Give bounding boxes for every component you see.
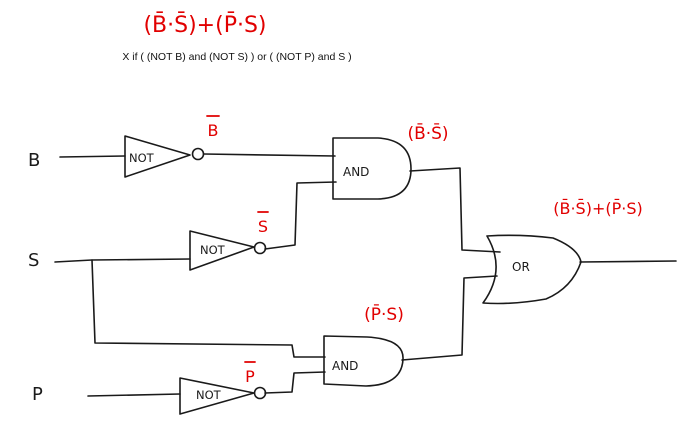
not-gate-p-label: NOT <box>196 388 222 402</box>
annotation-b-bar-text: B <box>208 121 219 140</box>
and-gate-bottom-label: AND <box>332 359 358 373</box>
wire-not-s-to-and-top <box>264 181 337 250</box>
and-gate-top-label: AND <box>343 165 369 179</box>
wires <box>54 153 677 397</box>
wire-s-branch-down <box>91 259 326 358</box>
wire-and-top-to-or <box>409 167 501 253</box>
annotation-s-bar-text: S <box>258 217 268 236</box>
not-gate-s-label: NOT <box>200 243 226 257</box>
input-label-b: B <box>28 150 40 171</box>
annotation-or-output: (B̄·S̄)+(P̄·S) <box>553 199 642 218</box>
wire-s-input <box>54 258 191 263</box>
and-gate-top: AND <box>332 137 412 200</box>
annotation-and-bottom-output: (P̄·S) <box>364 303 404 325</box>
not-gate-p: NOT <box>179 377 267 415</box>
or-gate: OR <box>482 234 582 305</box>
wire-not-p-to-and-bottom <box>264 371 326 394</box>
not-gate-b: NOT <box>124 135 205 178</box>
wire-and-bottom-to-or <box>401 275 498 361</box>
expression-description: X if ( (NOT B) and (NOT S) ) or ( (NOT P… <box>122 51 351 63</box>
not-gate-s: NOT <box>189 230 267 271</box>
annotation-p-bar-text: P <box>245 367 255 386</box>
boolean-expression-title: (B̄·S̄)+(P̄·S) <box>143 12 266 38</box>
annotation-and-top-output: (B̄·S̄) <box>407 122 448 144</box>
wire-p-to-not-p <box>87 393 181 397</box>
not-gate-b-label: NOT <box>129 151 155 165</box>
and-gate-bottom: AND <box>323 335 404 387</box>
wire-not-b-to-and-top <box>203 153 336 157</box>
annotation-s-bar: S <box>257 211 269 236</box>
annotation-p-bar: P <box>244 361 256 386</box>
wire-b-to-not-b <box>59 155 126 158</box>
or-gate-label: OR <box>512 260 530 274</box>
input-label-p: P <box>32 384 43 405</box>
wire-or-output <box>579 260 677 263</box>
annotation-b-bar: B <box>206 115 220 140</box>
input-label-s: S <box>28 250 39 271</box>
